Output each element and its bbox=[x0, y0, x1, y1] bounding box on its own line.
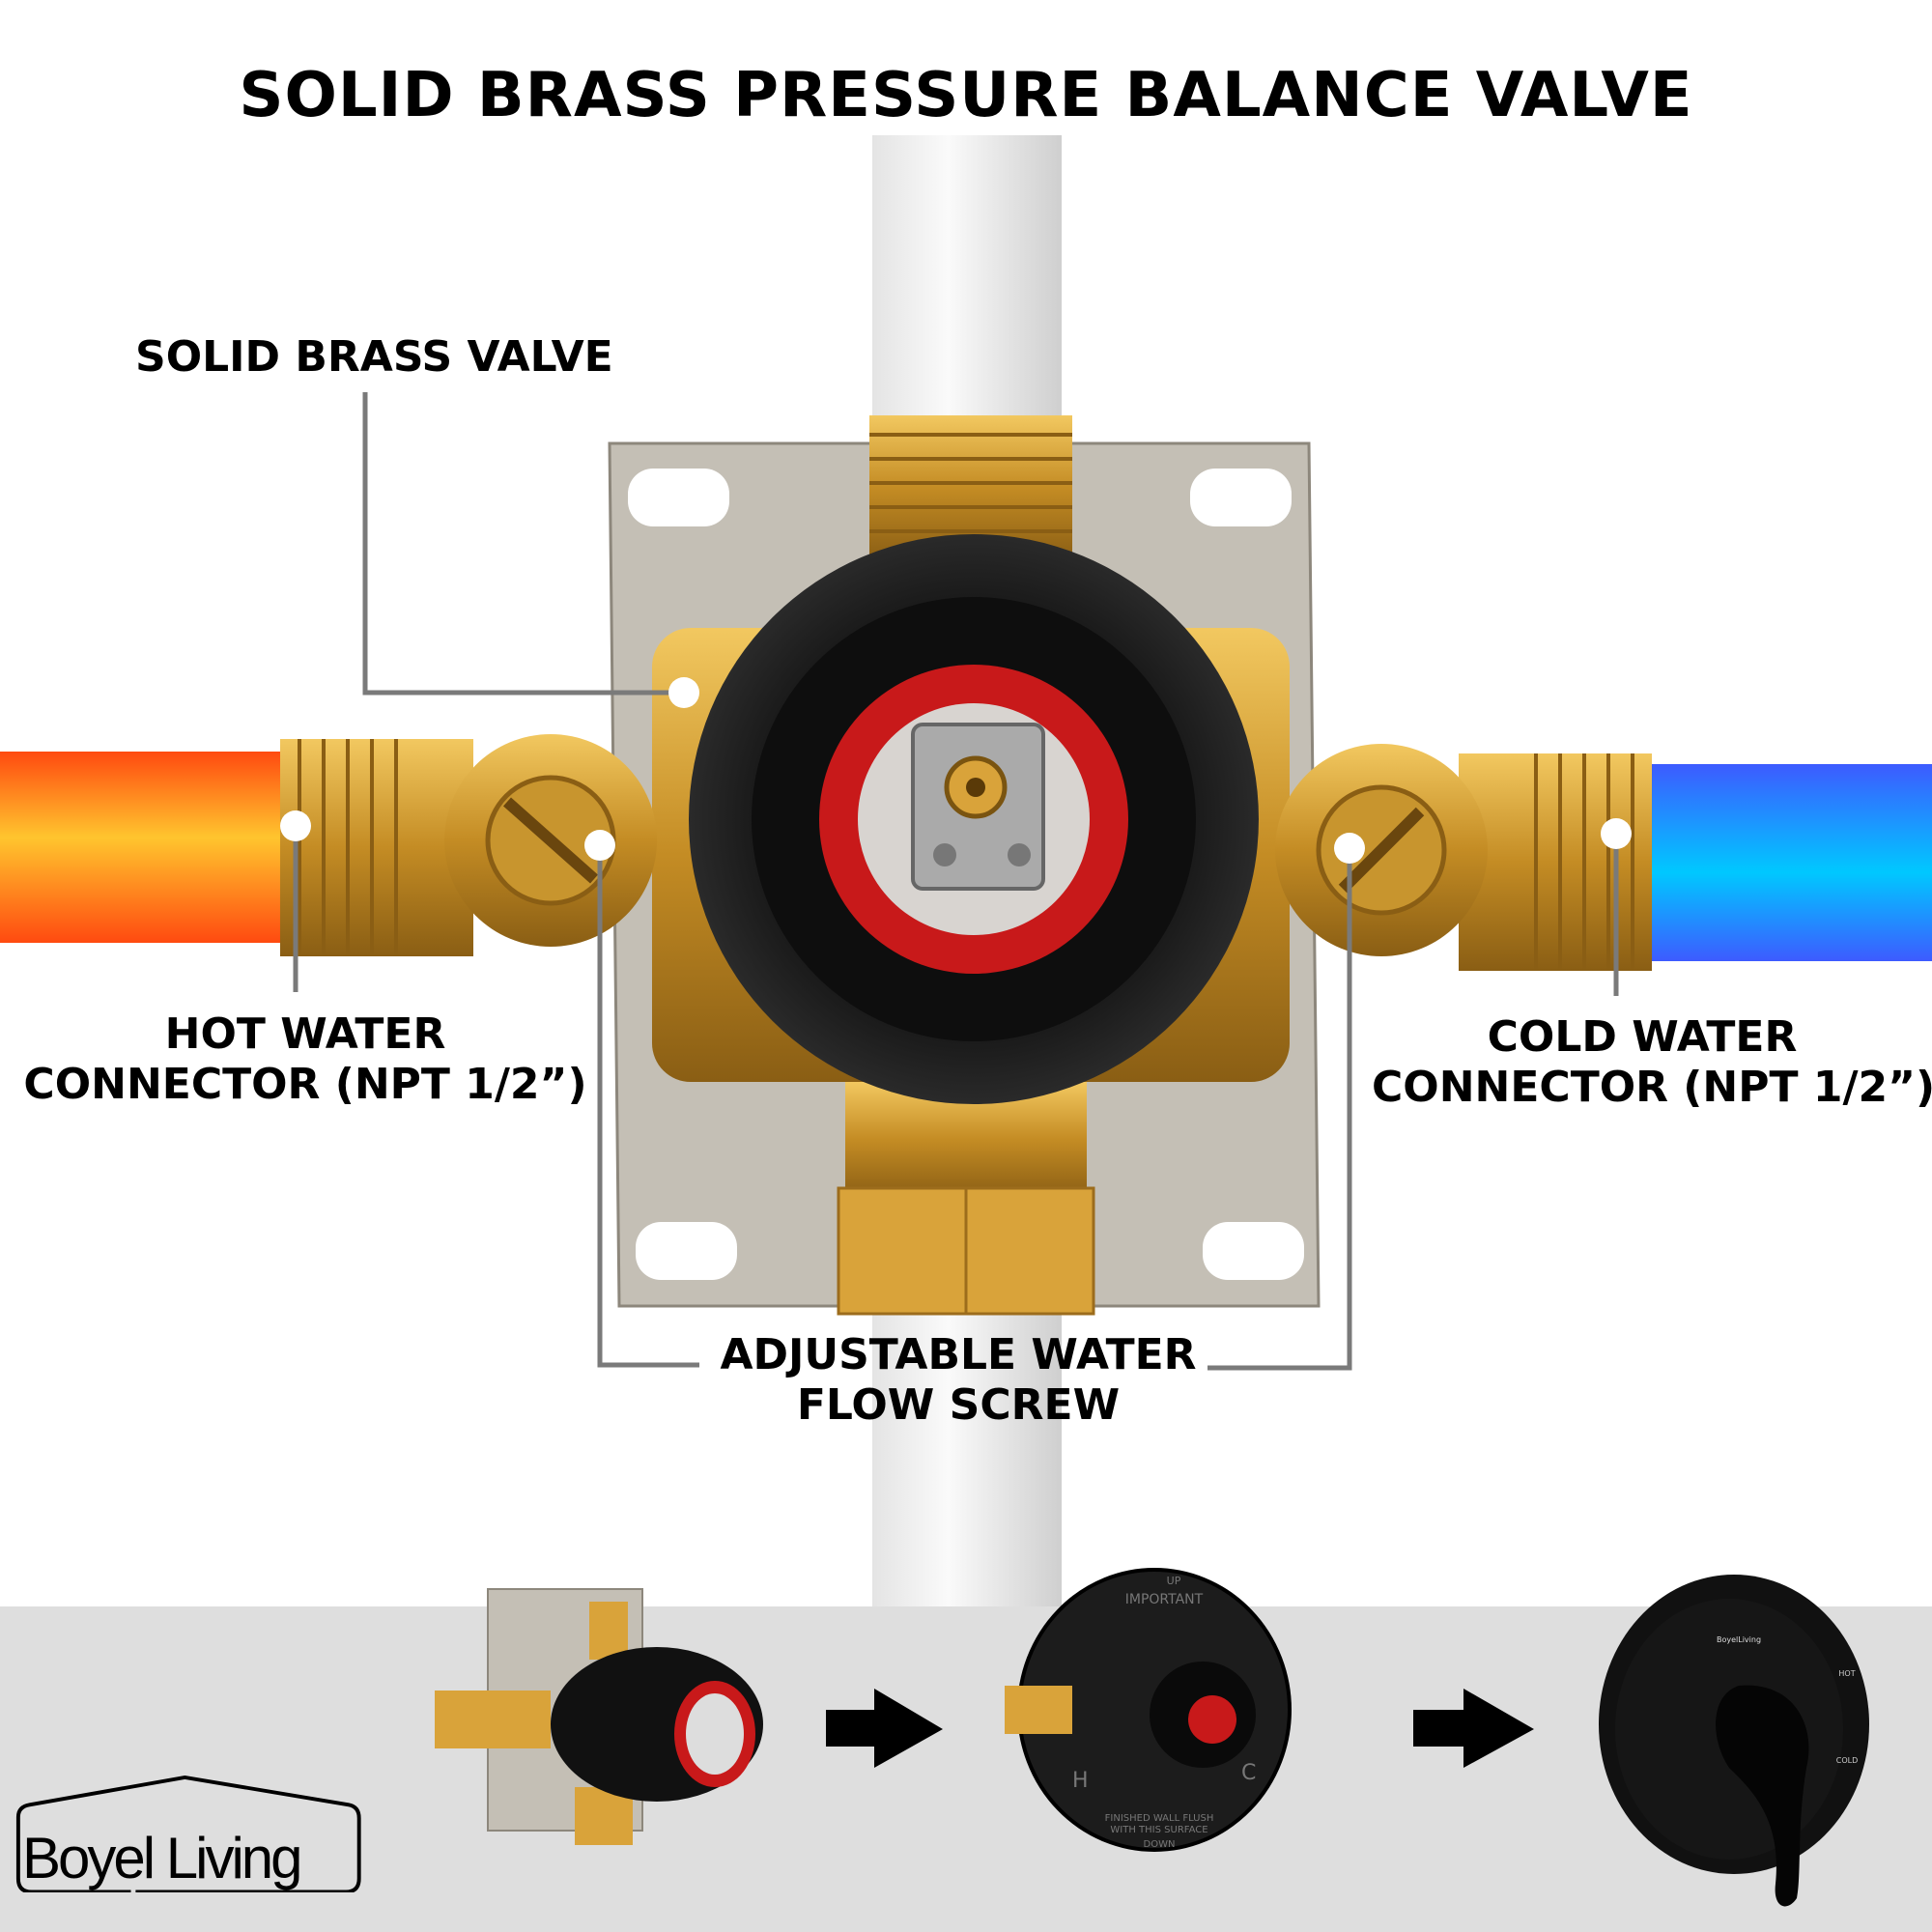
step2-plaster-guard: UP IMPORTANT H C FINISHED WALL FLUSH WIT… bbox=[1005, 1568, 1292, 1852]
cold-label-line2: CONNECTOR (NPT 1/2”) bbox=[1372, 1063, 1932, 1112]
valve-cartridge bbox=[689, 534, 1259, 1104]
trim-brand-text: BoyelLiving bbox=[1717, 1635, 1761, 1644]
plate-up-text: UP bbox=[1167, 1575, 1181, 1587]
label-solid-brass-valve: SOLID BRASS VALVE bbox=[135, 332, 613, 382]
step1-rough-valve bbox=[435, 1588, 763, 1845]
trim-cold-text: COLD bbox=[1836, 1756, 1859, 1765]
label-adjustable-flow-screw: ADJUSTABLE WATER FLOW SCREW bbox=[717, 1330, 1200, 1431]
callout-dots bbox=[280, 677, 1632, 864]
arrow-right-icon bbox=[1413, 1689, 1534, 1768]
logo-text: Boyel Living bbox=[22, 1826, 303, 1890]
label-hot-water-connector: HOT WATER CONNECTOR (NPT 1/2”) bbox=[0, 1009, 611, 1110]
plate-h-text: H bbox=[1072, 1769, 1089, 1793]
screw-label-line1: ADJUSTABLE WATER bbox=[720, 1330, 1197, 1379]
logo-house-outline bbox=[15, 1775, 361, 1892]
plate-c-text: C bbox=[1241, 1761, 1256, 1785]
hot-label-line2: CONNECTOR (NPT 1/2”) bbox=[23, 1060, 587, 1109]
arrow-right-icon bbox=[826, 1689, 943, 1768]
leader-lines bbox=[293, 392, 1619, 1371]
brand-logo: Boyel Living bbox=[13, 1775, 366, 1892]
plate-down-text: DOWN bbox=[1144, 1839, 1176, 1850]
label-cold-water-connector: COLD WATER CONNECTOR (NPT 1/2”) bbox=[1372, 1012, 1932, 1113]
page-title: SOLID BRASS PRESSURE BALANCE VALVE bbox=[239, 60, 1693, 131]
trim-hot-text: HOT bbox=[1838, 1669, 1855, 1678]
screw-label-line2: FLOW SCREW bbox=[796, 1380, 1121, 1430]
hot-pipe bbox=[0, 752, 290, 943]
cold-label-line1: COLD WATER bbox=[1487, 1012, 1798, 1062]
plate-important-text: IMPORTANT bbox=[1125, 1592, 1204, 1607]
plate-flush-text: FINISHED WALL FLUSH bbox=[1105, 1813, 1214, 1824]
hot-label-line1: HOT WATER bbox=[164, 1009, 446, 1059]
plate-flush-text-2: WITH THIS SURFACE bbox=[1110, 1825, 1208, 1835]
cold-pipe bbox=[1642, 764, 1932, 961]
step3-trim-kit: BoyelLiving HOT COLD bbox=[1599, 1575, 1869, 1907]
